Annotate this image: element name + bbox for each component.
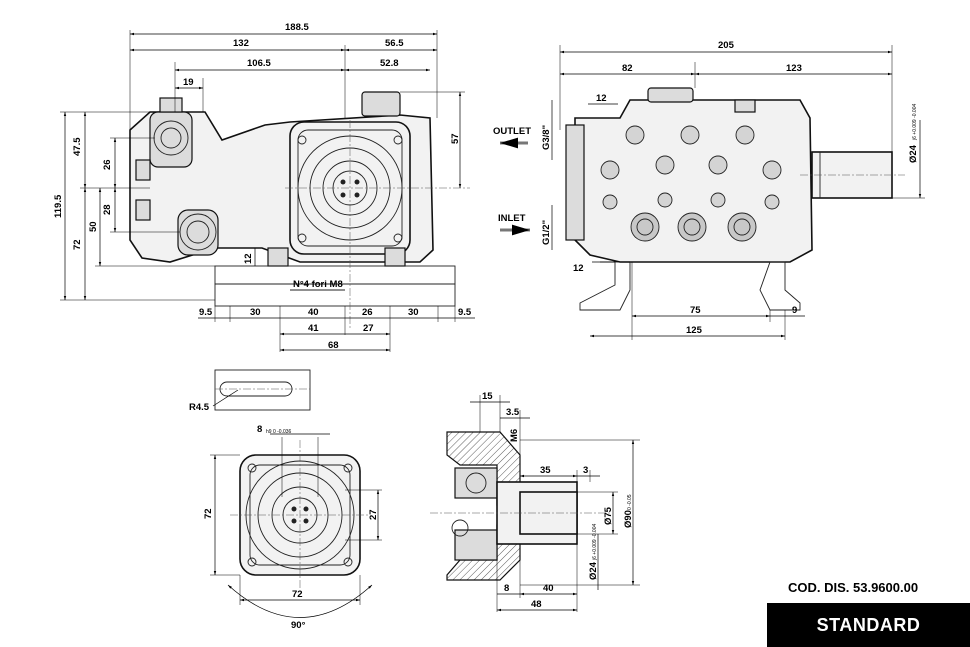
dim-9: 9 [792, 305, 797, 316]
dim-123: 123 [786, 63, 802, 74]
dim-132: 132 [233, 38, 249, 49]
front-view: 8 h9 0 -0.036 72 27 72 90° [203, 424, 382, 631]
shaft-tol-top: j6 +0.009 -0.004 [912, 104, 918, 141]
variant-label: STANDARD [816, 614, 921, 635]
dim-26-bottom: 26 [362, 307, 373, 318]
dim-125: 125 [686, 325, 703, 336]
dim-9-5-right: 9.5 [458, 307, 472, 318]
side-view: 188.5 132 56.5 106.5 52.8 19 47.5 119.5 … [53, 22, 475, 352]
dim-3-5: 3.5 [506, 407, 520, 418]
dim-12-top-b: 12 [573, 263, 584, 274]
variant-badge: STANDARD [767, 603, 970, 647]
flange-tol: 0 -0.05 [627, 494, 633, 510]
dim-27-bottom: 27 [363, 323, 374, 334]
shaft-dia-75: Ø75 [603, 506, 614, 525]
inlet-label: INLET [498, 213, 526, 224]
key-tol: h9 0 -0.036 [266, 429, 292, 435]
dim-3: 3 [583, 465, 588, 476]
dim-28: 28 [102, 204, 113, 215]
outlet-label: OUTLET [493, 126, 531, 137]
inlet-port-block [177, 209, 219, 256]
valve-plug [159, 97, 183, 113]
angle-90: 90° [291, 620, 306, 631]
oil-cap [361, 91, 401, 117]
dim-106-5: 106.5 [247, 58, 271, 69]
dim-40: 40 [308, 307, 319, 318]
shaft-dia-24: Ø24 [588, 561, 599, 580]
dim-19: 19 [183, 77, 194, 88]
dim-56-5: 56.5 [385, 38, 404, 49]
dim-9-5-left: 9.5 [199, 307, 213, 318]
dim-205: 205 [718, 40, 735, 51]
note-bolt-holes: N°4 fori M8 [293, 279, 343, 290]
dim-15: 15 [482, 391, 493, 402]
outlet-port-block [149, 111, 193, 168]
dim-48: 48 [531, 599, 542, 610]
dim-72-front-left: 72 [203, 508, 214, 519]
dim-188-5: 188.5 [285, 22, 309, 33]
key-width: 8 [257, 424, 262, 435]
dim-57: 57 [450, 133, 461, 144]
dim-75: 75 [690, 305, 701, 316]
top-view: 205 82 123 12 12 OUTLET INLET G3/8" G1/2… [493, 40, 925, 340]
dim-12-side: 12 [243, 253, 254, 264]
flange-dia: Ø90 [623, 510, 634, 528]
bottom-dims-side: 9.5 30 40 26 30 9.5 41 27 68 [198, 306, 475, 352]
dim-30-left: 30 [250, 307, 261, 318]
dim-119-5: 119.5 [53, 194, 64, 218]
dim-72-front-bottom: 72 [292, 589, 303, 600]
outlet-thread: G3/8" [541, 125, 552, 150]
dim-41: 41 [308, 323, 319, 334]
manifold-side [565, 124, 585, 241]
thread-m6: M6 [509, 429, 520, 442]
dim-35: 35 [540, 465, 551, 476]
dim-47-5: 47.5 [72, 137, 83, 156]
dim-26: 26 [102, 159, 113, 170]
dim-12-top-a: 12 [596, 93, 607, 104]
shaft-dia-24-tol: j6 +0.009 -0.004 [592, 524, 598, 561]
dim-27-front: 27 [368, 509, 379, 520]
section-view: 15 3.5 M6 35 3 Ø90 0 -0.05 Ø75 Ø24 j6 +0… [430, 391, 640, 612]
dim-40-section: 40 [543, 583, 554, 594]
shaft-dia-top: Ø24 [908, 144, 919, 163]
inlet-thread: G1/2" [541, 220, 552, 245]
dim-68: 68 [328, 340, 339, 351]
slot-radius: R4.5 [189, 402, 210, 413]
dim-52-8: 52.8 [380, 58, 399, 69]
dim-72-side: 72 [72, 239, 83, 250]
drawing-code: COD. DIS. 53.9600.00 [788, 580, 919, 595]
dim-30-right: 30 [408, 307, 419, 318]
dim-50: 50 [88, 221, 99, 232]
dim-82: 82 [622, 63, 633, 74]
dim-8: 8 [504, 583, 509, 594]
slot-detail: R4.5 [189, 369, 311, 413]
